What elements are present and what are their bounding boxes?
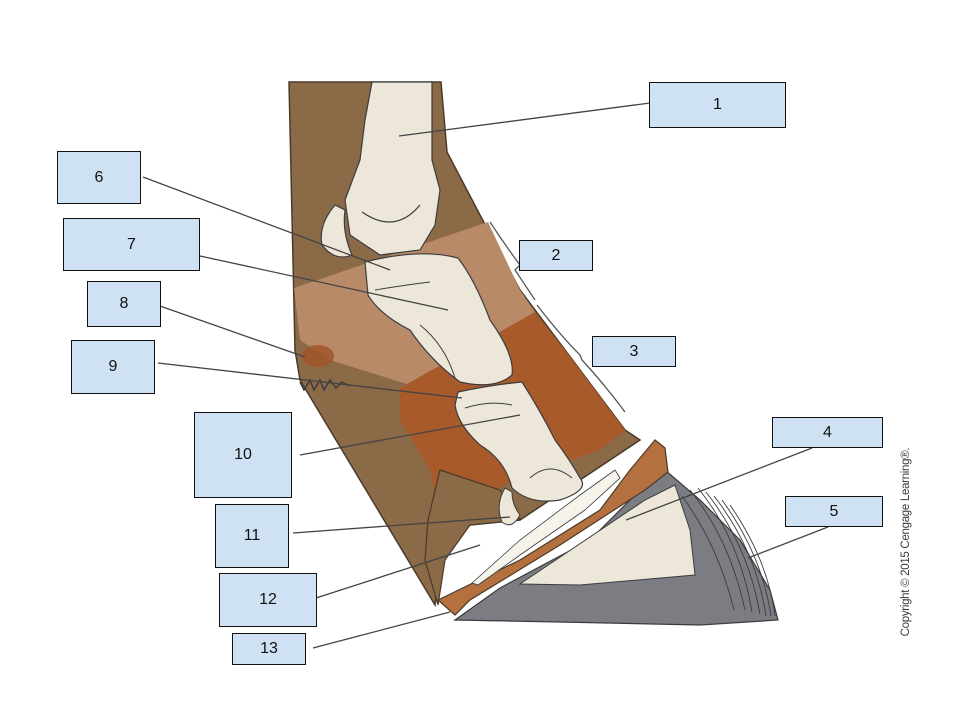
- label-2-text: 2: [551, 246, 561, 264]
- label-8[interactable]: 8: [87, 281, 161, 327]
- tendon-line-3: [536, 304, 626, 413]
- label-5-text: 5: [829, 502, 839, 520]
- label-10-text: 10: [234, 446, 252, 463]
- label-6-text: 6: [94, 168, 104, 186]
- label-7-text: 7: [127, 235, 136, 253]
- label-3[interactable]: 3: [592, 336, 676, 367]
- long-pastern-bone: [364, 253, 513, 386]
- label-5[interactable]: 5: [785, 496, 883, 527]
- label-8-text: 8: [119, 295, 129, 312]
- tendon-line-2: [489, 221, 536, 301]
- ergot: [302, 345, 334, 367]
- label-12-text: 12: [259, 591, 277, 608]
- short-pastern-contour-2: [529, 468, 573, 479]
- label-13[interactable]: 13: [232, 633, 306, 665]
- coronary-band: [436, 439, 669, 616]
- label-10[interactable]: 10: [194, 412, 292, 498]
- leader-lines: [142, 102, 829, 649]
- label-9[interactable]: 9: [71, 340, 155, 394]
- short-pastern-contour: [464, 402, 513, 409]
- cannon-bone-contour: [361, 204, 421, 223]
- feathering: [299, 378, 351, 392]
- label-7[interactable]: 7: [63, 218, 200, 271]
- sesamoid-bone: [320, 204, 353, 258]
- copyright-notice: Copyright © 2015 Cengage Learning®.: [900, 447, 912, 637]
- label-1[interactable]: 1: [649, 82, 786, 128]
- short-pastern-bone: [454, 381, 584, 502]
- label-9-text: 9: [108, 358, 118, 375]
- label-6[interactable]: 6: [57, 151, 141, 204]
- label-13-text: 13: [260, 640, 278, 657]
- label-2[interactable]: 2: [519, 240, 593, 271]
- label-12[interactable]: 12: [219, 573, 317, 627]
- hoof-wall-tubules: [681, 487, 776, 617]
- label-4[interactable]: 4: [772, 417, 883, 448]
- digital-cushion: [471, 469, 621, 586]
- pastern-contour-2: [419, 324, 456, 379]
- label-4-text: 4: [823, 423, 832, 441]
- label-1-text: 1: [713, 96, 722, 113]
- pastern-contour: [374, 281, 431, 291]
- label-11-text: 11: [243, 527, 261, 544]
- label-3-text: 3: [629, 342, 639, 360]
- navicular-bone: [498, 487, 521, 526]
- label-11[interactable]: 11: [215, 504, 289, 568]
- cannon-bone: [344, 81, 441, 256]
